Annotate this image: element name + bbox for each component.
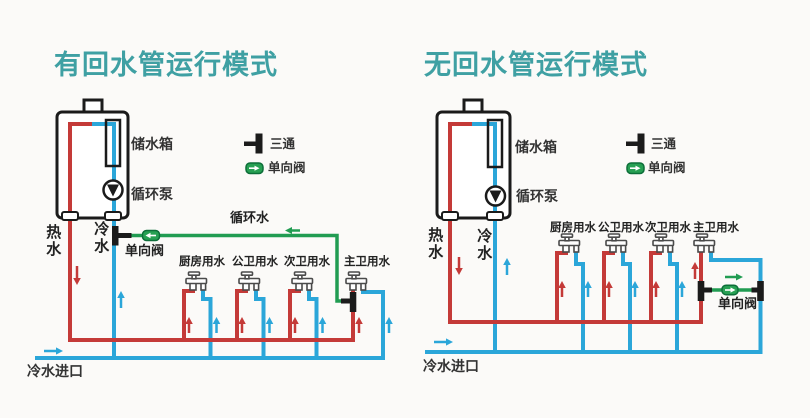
right-tee-on-cold-pipe [751, 281, 764, 301]
pipe-fitting [441, 211, 459, 221]
right-storage-tank-label: 储水箱 [515, 139, 557, 155]
left-tee-on-cold-pipe [112, 226, 132, 246]
left-cold-pipes [35, 216, 385, 360]
right-tap-arrows [558, 281, 686, 297]
left-hot-water-label: 热水 [44, 224, 62, 258]
circulation-pump-icon [102, 179, 124, 201]
heater-vent [462, 98, 484, 114]
right-diagram-art [425, 98, 764, 354]
left-circulation-water-label: 循环水 [230, 210, 270, 225]
faucet-icon [291, 271, 314, 291]
left-legend-check-valve-label: 单向阀 [268, 161, 306, 175]
right-check-valve-label: 单向阀 [718, 296, 758, 311]
pipe-fitting [104, 211, 122, 221]
right-tap-label-public-bath: 公卫用水 [598, 222, 644, 234]
left-check-valve-label: 单向阀 [125, 243, 165, 258]
pipe-fitting [486, 211, 504, 221]
right-check-valve-icon [721, 284, 739, 296]
left-circulation-pipe [131, 233, 344, 303]
right-cold-water-label: 冷水 [475, 228, 493, 262]
right-cold-inlet-label: 冷水进口 [423, 358, 479, 374]
right-legend-check-valve-icon [626, 162, 645, 175]
right-flow-arrow-cold-up [503, 258, 511, 275]
left-legend-tee-label: 三通 [270, 137, 296, 151]
right-tap-label-second-bath: 次卫用水 [645, 222, 691, 234]
left-tap-label-public-bath: 公卫用水 [232, 256, 278, 268]
left-diagram-art [35, 98, 393, 360]
right-tap-label-kitchen: 厨房用水 [550, 222, 596, 234]
right-legend-tee-label: 三通 [651, 137, 677, 151]
left-legend-check-valve-icon [245, 162, 264, 175]
left-tee-on-master-hot-pipe [341, 292, 357, 312]
left-circulation-arrow-left [285, 227, 300, 234]
right-diagram-title: 无回水管运行模式 [424, 50, 648, 80]
right-water-heater [435, 98, 512, 221]
faucet-icon [693, 233, 716, 253]
storage-tank-icon [486, 118, 504, 169]
circulation-pump-icon [484, 185, 507, 207]
pipe-fitting [61, 211, 79, 221]
left-storage-tank-label: 储水箱 [131, 136, 173, 152]
right-pump-label: 循环泵 [516, 188, 558, 204]
faucet-icon [558, 233, 581, 253]
left-tap-label-master-bath: 主卫用水 [344, 256, 390, 268]
left-tap-label-second-bath: 次卫用水 [284, 256, 330, 268]
faucet-icon [652, 233, 675, 253]
storage-tank-icon [104, 118, 122, 168]
right-bypass-arrow-right [725, 273, 743, 281]
left-tap-arrows [185, 317, 393, 333]
left-check-valve-icon [141, 229, 161, 242]
right-hot-water-label: 热水 [426, 227, 444, 261]
faucet-icon [185, 271, 208, 291]
left-diagram-title: 有回水管运行模式 [54, 50, 278, 80]
right-cold-pipes [425, 216, 763, 354]
right-tap-label-master-bath: 主卫用水 [693, 222, 739, 234]
right-flow-arrow-hot-down [455, 257, 463, 275]
left-cold-water-label: 冷水 [92, 221, 110, 255]
left-legend-tee-icon [244, 133, 263, 154]
left-cold-inlet-arrow-right [44, 347, 63, 355]
right-tee-on-hot-pipe [697, 281, 712, 301]
faucet-icon [345, 271, 368, 291]
right-master-hot-arrow-up [691, 262, 699, 279]
left-cold-inlet-label: 冷水进口 [27, 363, 83, 379]
faucet-icon [238, 271, 261, 291]
right-legend-tee-icon [626, 133, 645, 154]
left-flow-arrow-hot-down [73, 266, 81, 285]
left-water-heater [55, 98, 130, 221]
faucet-icon [605, 233, 628, 253]
right-cold-inlet-arrow-right [434, 338, 453, 346]
right-legend-check-valve-label: 单向阀 [648, 161, 686, 175]
left-tap-label-kitchen: 厨房用水 [179, 256, 225, 268]
left-pump-label: 循环泵 [131, 186, 173, 202]
heater-vent [82, 98, 104, 114]
left-flow-arrow-cold-up [117, 291, 125, 308]
